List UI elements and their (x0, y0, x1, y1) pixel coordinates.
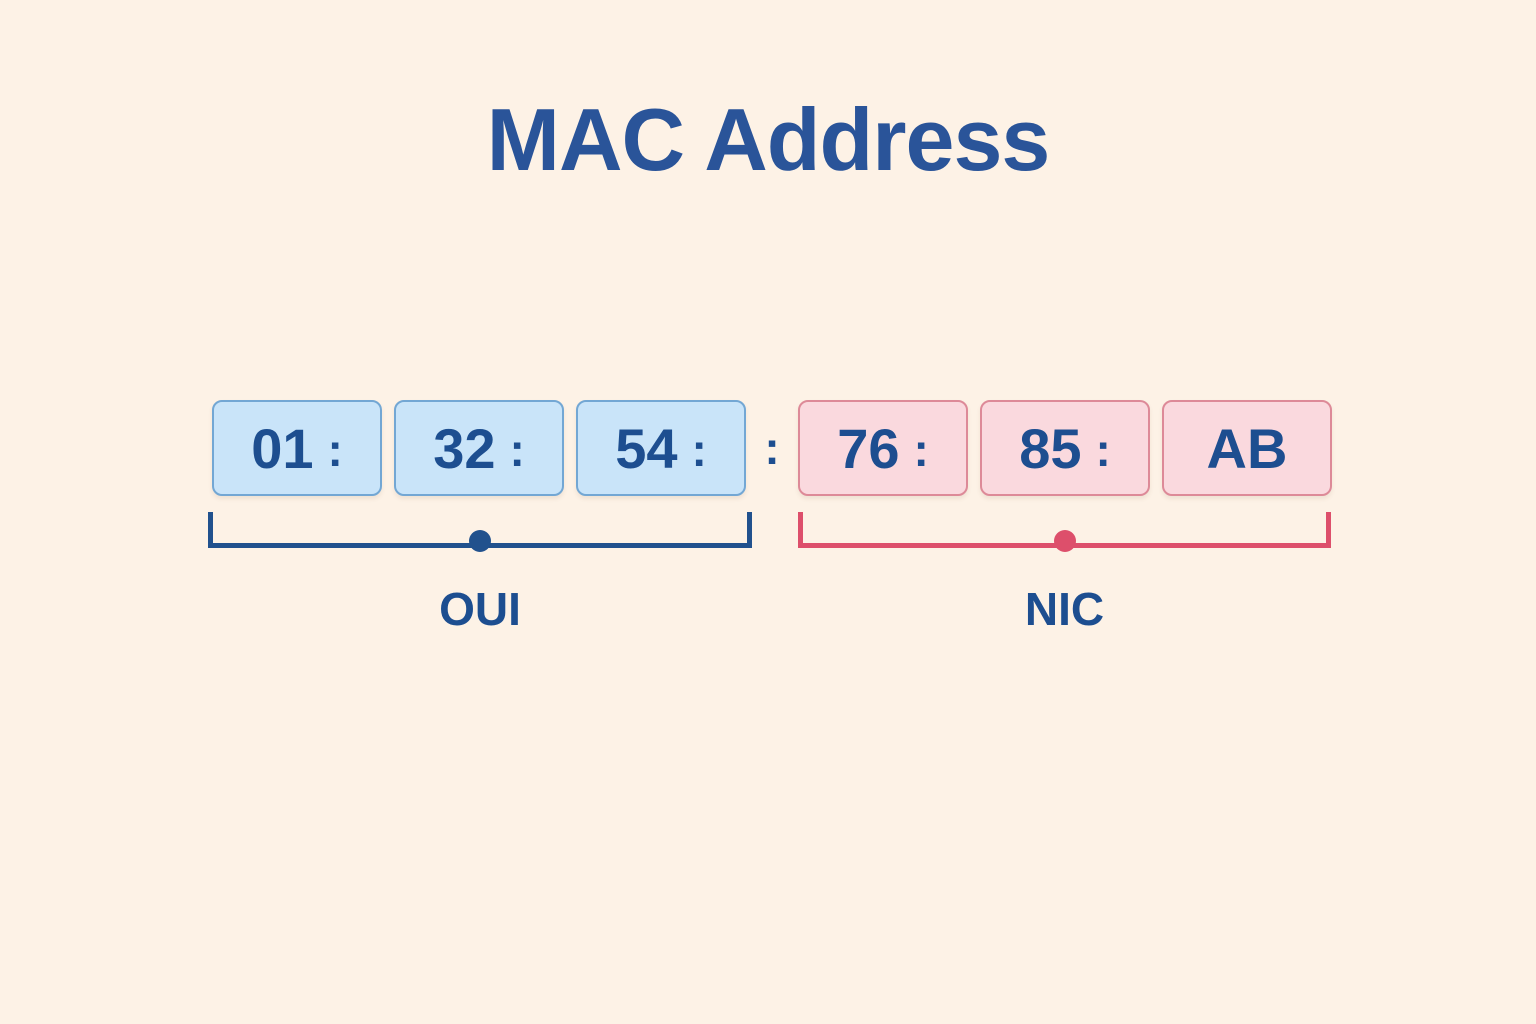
nic-label: NIC (1024, 583, 1105, 635)
octet-value: 76 (837, 416, 900, 480)
octet-box: 54 : (576, 400, 746, 496)
octet-value: AB (1206, 416, 1288, 480)
octet-value: 32 (433, 416, 496, 480)
oui-bracket-dot (469, 530, 491, 552)
oui-label: OUI (439, 583, 521, 635)
octet-colon: : (327, 424, 343, 476)
oui-bracket (208, 512, 752, 552)
octet-value: 85 (1019, 416, 1082, 480)
octet-colon: : (691, 424, 707, 476)
page-title: MAC Address (486, 90, 1051, 189)
octet-value: 01 (251, 416, 314, 480)
oui-octet-group: 01 : 32 : 54 : (212, 400, 746, 496)
octet-box: AB (1162, 400, 1332, 496)
octet-box: 76 : (798, 400, 968, 496)
octet-row: 01 : 32 : 54 : : 76 : 85 : AB (212, 400, 1332, 496)
octet-box: 32 : (394, 400, 564, 496)
octet-colon: : (913, 424, 929, 476)
octet-value: 54 (615, 416, 678, 480)
octet-box: 85 : (980, 400, 1150, 496)
octet-box: 01 : (212, 400, 382, 496)
nic-octet-group: 76 : 85 : AB (798, 400, 1332, 496)
nic-bracket-dot (1053, 530, 1076, 552)
octet-colon: : (509, 424, 525, 476)
nic-bracket (798, 512, 1331, 552)
octet-colon: : (1095, 424, 1111, 476)
group-separator-colon: : (764, 422, 780, 474)
